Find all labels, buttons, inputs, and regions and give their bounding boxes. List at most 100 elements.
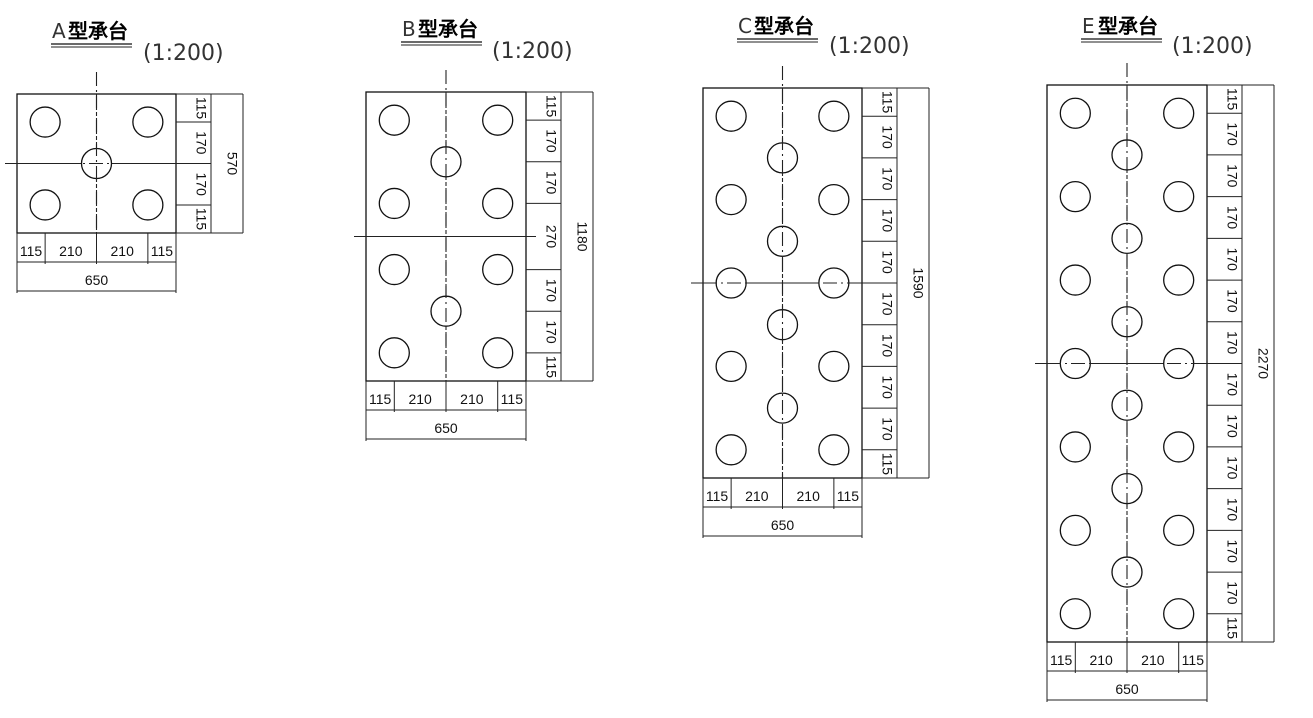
right-dim-label: 170: [193, 173, 209, 197]
pile-circle: [818, 183, 850, 216]
scale-label: (1:200): [829, 34, 910, 59]
right-dim-label: 115: [543, 356, 559, 379]
pile-circle: [818, 350, 850, 383]
right-dim-label: 170: [879, 334, 895, 358]
right-dim-label: 170: [879, 417, 895, 441]
right-dim-label: 170: [879, 292, 895, 316]
right-dim-label: 170: [879, 167, 895, 191]
total-width-label: 650: [1115, 681, 1139, 697]
right-dim-label: 270: [543, 225, 559, 249]
pile-circle: [715, 100, 747, 132]
right-dim-label: 170: [879, 209, 895, 233]
right-dim-label: 170: [543, 279, 559, 303]
pile-circle: [818, 100, 850, 132]
right-dim-label: 170: [879, 250, 895, 274]
right-dim-label: 115: [193, 208, 209, 231]
pile-circle: [132, 106, 164, 138]
scale-label: (1:200): [1172, 34, 1253, 59]
pile-circle: [1163, 598, 1195, 630]
pile-circle: [715, 350, 747, 383]
total-width-label: 650: [771, 517, 795, 533]
pile-circle: [132, 189, 164, 221]
pile-circle: [378, 253, 410, 286]
right-dim-label: 170: [1224, 122, 1240, 146]
total-height-label: 1180: [574, 221, 590, 251]
bottom-dim-label: 115: [1050, 652, 1073, 668]
bottom-dim-label: 115: [20, 243, 43, 259]
pile-circle: [482, 104, 514, 136]
title-text: 型承台: [418, 17, 478, 41]
right-dim-label: 115: [1224, 88, 1240, 111]
right-dim-label: 170: [1224, 373, 1240, 397]
pile-circle: [1059, 264, 1091, 296]
right-dim-label: 170: [1224, 164, 1240, 188]
total-height-label: 2270: [1255, 348, 1271, 379]
right-dim-label: 115: [543, 95, 559, 118]
right-dim-label: 170: [1224, 414, 1240, 438]
pile-circle: [378, 337, 410, 369]
right-dim-label: 115: [879, 453, 895, 476]
bottom-dim-label: 210: [460, 391, 484, 407]
pile-circle: [715, 434, 747, 466]
right-dim-label: 115: [879, 91, 895, 114]
right-dim-label: 170: [543, 171, 559, 195]
title-text: 型承台: [754, 14, 814, 38]
pile-circle: [1059, 180, 1091, 213]
pile-circle: [482, 337, 514, 369]
scale-label: (1:200): [143, 41, 224, 66]
pile-circle: [482, 253, 514, 286]
pile-circle: [1163, 514, 1195, 547]
right-dim-label: 170: [1224, 456, 1240, 480]
pile-circle: [378, 187, 410, 220]
pile-circle: [1059, 598, 1091, 630]
right-dim-label: 170: [1224, 289, 1240, 313]
title-text: 型承台: [68, 19, 128, 43]
right-dim-label: 115: [1224, 617, 1240, 640]
pile-circle: [1163, 180, 1195, 213]
bottom-dim-label: 115: [369, 391, 392, 407]
bottom-dim-label: 115: [151, 243, 174, 259]
pile-circle: [378, 104, 410, 136]
total-width-label: 650: [434, 420, 458, 436]
right-dim-label: 170: [543, 320, 559, 344]
bottom-dim-label: 115: [501, 391, 524, 407]
scale-label: (1:200): [492, 39, 573, 64]
title-letter: A: [52, 19, 66, 43]
bottom-dim-label: 210: [745, 488, 769, 504]
title-text: 型承台: [1098, 14, 1158, 38]
right-dim-label: 170: [193, 131, 209, 155]
right-dim-label: 170: [879, 125, 895, 149]
right-dim-label: 115: [193, 97, 209, 120]
bottom-dim-label: 210: [797, 488, 821, 504]
total-width-label: 650: [85, 272, 109, 288]
bottom-dim-label: 115: [706, 488, 729, 504]
right-dim-label: 170: [879, 376, 895, 400]
total-height-label: 570: [224, 152, 240, 176]
right-dim-label: 170: [1224, 540, 1240, 564]
right-dim-label: 170: [1224, 206, 1240, 230]
bottom-dim-label: 210: [1089, 652, 1113, 668]
bottom-dim-label: 115: [837, 488, 860, 504]
pile-circle: [818, 434, 850, 466]
pile-circle: [1059, 97, 1091, 129]
pile-circle: [29, 106, 61, 138]
pile-circle: [1163, 264, 1195, 296]
pile-circle: [1059, 431, 1091, 463]
title-letter: B: [402, 17, 416, 41]
right-dim-label: 170: [1224, 581, 1240, 605]
bottom-dim-label: 210: [59, 243, 83, 259]
pile-circle: [1059, 514, 1091, 547]
right-dim-label: 170: [1224, 498, 1240, 522]
pile-circle: [482, 187, 514, 220]
right-dim-label: 170: [1224, 331, 1240, 355]
pile-circle: [29, 189, 61, 221]
title-letter: C: [738, 14, 752, 38]
right-dim-label: 170: [543, 129, 559, 153]
bottom-dim-label: 210: [408, 391, 432, 407]
pile-circle: [715, 183, 747, 216]
total-height-label: 1590: [910, 267, 926, 298]
